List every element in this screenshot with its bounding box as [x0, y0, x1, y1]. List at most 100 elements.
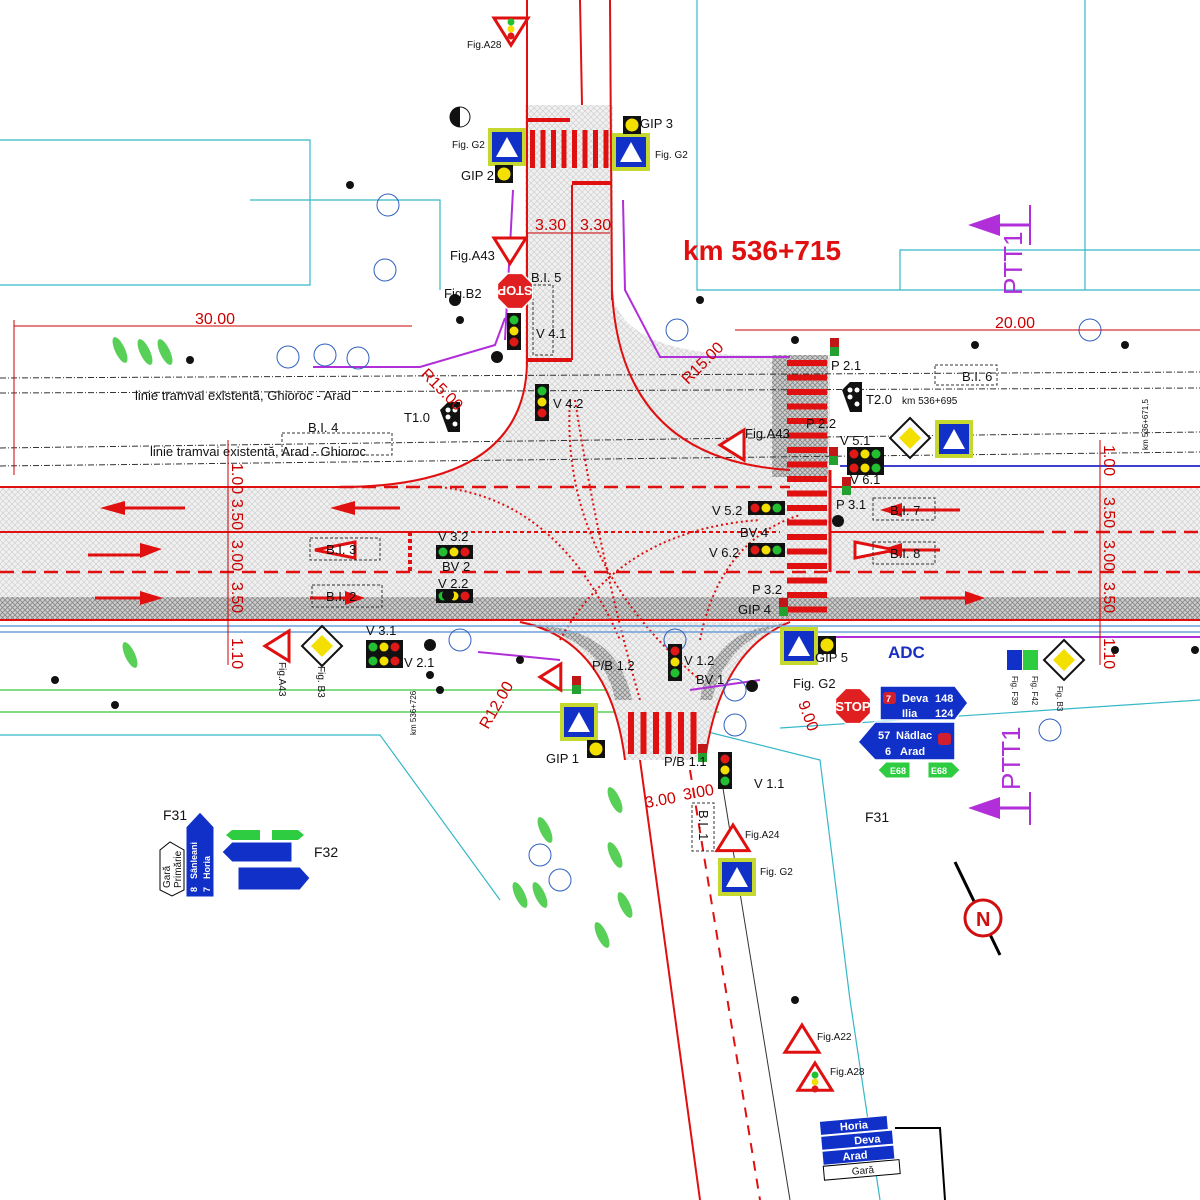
fig-a43-east: Fig.A43 — [745, 426, 790, 441]
sign-frame — [895, 1127, 946, 1200]
signal-pb11 — [698, 744, 707, 762]
fig-b2: Fig.B2 — [444, 286, 482, 301]
label-v32: V 3.2 — [438, 529, 468, 544]
hydrant-icon — [313, 343, 337, 367]
signal-pole — [424, 639, 436, 651]
crosswalk-stripe — [628, 712, 634, 754]
crosswalk-stripe — [572, 130, 577, 168]
hydrant-icon — [373, 258, 397, 282]
label-v31: V 3.1 — [366, 623, 396, 638]
tree-icon — [512, 882, 528, 908]
lamp-icon-half — [450, 107, 460, 127]
adc-label: ADC — [888, 643, 925, 662]
sign-b3-west-icon — [300, 624, 344, 668]
lamp-post-icon — [791, 996, 799, 1004]
sign-sanleani: 8 — [189, 887, 199, 892]
label-gip3: GIP 3 — [640, 116, 673, 131]
sign-arad: Arad — [900, 746, 925, 758]
tree-icon — [137, 339, 153, 365]
sign-a24-west-icon — [537, 661, 563, 693]
label-v42: V 4.2 — [553, 396, 583, 411]
island-bi5: B.I. 5 — [531, 270, 561, 285]
dim-w-4: 3.50 — [228, 582, 245, 613]
crosswalk-stripe — [787, 592, 827, 598]
signal-pole — [746, 680, 758, 692]
tree-icon — [532, 882, 548, 908]
dim-north-left: 3.30 — [535, 217, 566, 234]
signal-gip4 — [779, 598, 788, 616]
crosswalk-stripe — [787, 519, 827, 526]
signal-p22 — [829, 447, 838, 465]
tree-icon — [617, 892, 633, 918]
km-south: km 536+726 — [409, 690, 418, 735]
tree-icon — [607, 787, 623, 813]
sign-deva: Deva — [902, 693, 929, 705]
fig-a43-north: Fig.A43 — [450, 248, 495, 263]
dimension-lines — [13, 232, 1200, 665]
dim-west-length: 30.00 — [195, 311, 235, 328]
fig-g2-south: Fig. G2 — [760, 867, 793, 878]
fig-b3-east: Fig. B3 — [1055, 686, 1064, 712]
label-t10: T1.0 — [404, 410, 430, 425]
crosswalk-stripe — [540, 130, 546, 168]
stop-sign-north-icon: STOP — [496, 272, 534, 310]
signal-v52 — [748, 501, 785, 515]
sign-arad-km: 6 — [885, 746, 891, 758]
direction-sign-west: 8 Sânleani 7 Horia Gară Primărie — [159, 811, 311, 898]
island-bi3: B.I. 3 — [326, 542, 356, 557]
crosswalk-stripe — [582, 130, 588, 168]
sign-horia-km: 7 — [202, 887, 212, 892]
road-surface — [0, 105, 1200, 760]
hydrant-icon — [528, 843, 552, 867]
dim-north-right: 3.30 — [580, 217, 611, 234]
crosswalk-stripe — [787, 490, 827, 497]
crosswalk-stripe — [593, 130, 598, 168]
dn-number: 7 — [886, 694, 891, 704]
dim-radius-nw: R15.00 — [417, 366, 466, 415]
label-v11: V 1.1 — [754, 776, 784, 791]
signal-labels: V 4.1 V 4.2 T1.0 T2.0 V 3.2 BV 2 V 2.2 V… — [366, 116, 892, 791]
hydrant-icon — [723, 713, 747, 737]
hydrant-icon — [448, 628, 472, 652]
crosswalk-stripe — [787, 432, 827, 439]
label-p21: P 2.1 — [831, 358, 861, 373]
fig-a28-south: Fig.A28 — [830, 1067, 865, 1078]
dim-radius-se: 9.00 — [794, 699, 821, 734]
crosswalk-stripe — [640, 712, 647, 754]
fig-a43-west: Fig.A43 — [276, 662, 287, 697]
signal-v12 — [668, 644, 682, 681]
dim-south-right: 3.00 — [682, 782, 716, 804]
sign-nadlac-km: 57 — [878, 730, 890, 742]
traffic-light-glyph — [507, 32, 515, 40]
label-p32: P 3.2 — [752, 582, 782, 597]
crosswalk-stripe — [787, 534, 827, 540]
fig-labels: Fig.A28 Fig. G2 Fig. G2 Fig.A43 Fig.B2 F… — [276, 40, 1064, 1078]
lamp-post-icon — [426, 671, 434, 679]
ptt-markers — [968, 205, 1031, 825]
sign-g2-ne-icon — [612, 133, 650, 171]
island-bi8: B.I. 8 — [890, 546, 920, 561]
tree-icon — [157, 339, 173, 365]
crosswalk-stripe — [787, 447, 827, 453]
tram-tracks — [0, 371, 1200, 467]
hydrant-icon — [376, 193, 400, 217]
hydrant-icon — [548, 868, 572, 892]
tree-icon — [594, 922, 610, 948]
hydrant-icon — [346, 346, 370, 370]
crosswalk-stripe — [678, 712, 684, 754]
sign-f42-icon — [1023, 650, 1038, 670]
lane-arrows — [88, 501, 985, 605]
fig-b3-west: Fig. B3 — [315, 666, 326, 698]
crosswalk-stripe — [690, 712, 697, 754]
fig-a24: Fig.A24 — [745, 830, 780, 841]
label-gip2: GIP 2 — [461, 168, 494, 183]
signal-p21 — [830, 338, 839, 356]
crosswalk-stripe — [787, 577, 827, 584]
sign-b3-far-east-icon — [1042, 638, 1086, 682]
f31-east-label: F31 — [865, 809, 889, 825]
label-pb12: P/B 1.2 — [592, 658, 635, 673]
dim-e-5: 1.10 — [1100, 638, 1117, 669]
